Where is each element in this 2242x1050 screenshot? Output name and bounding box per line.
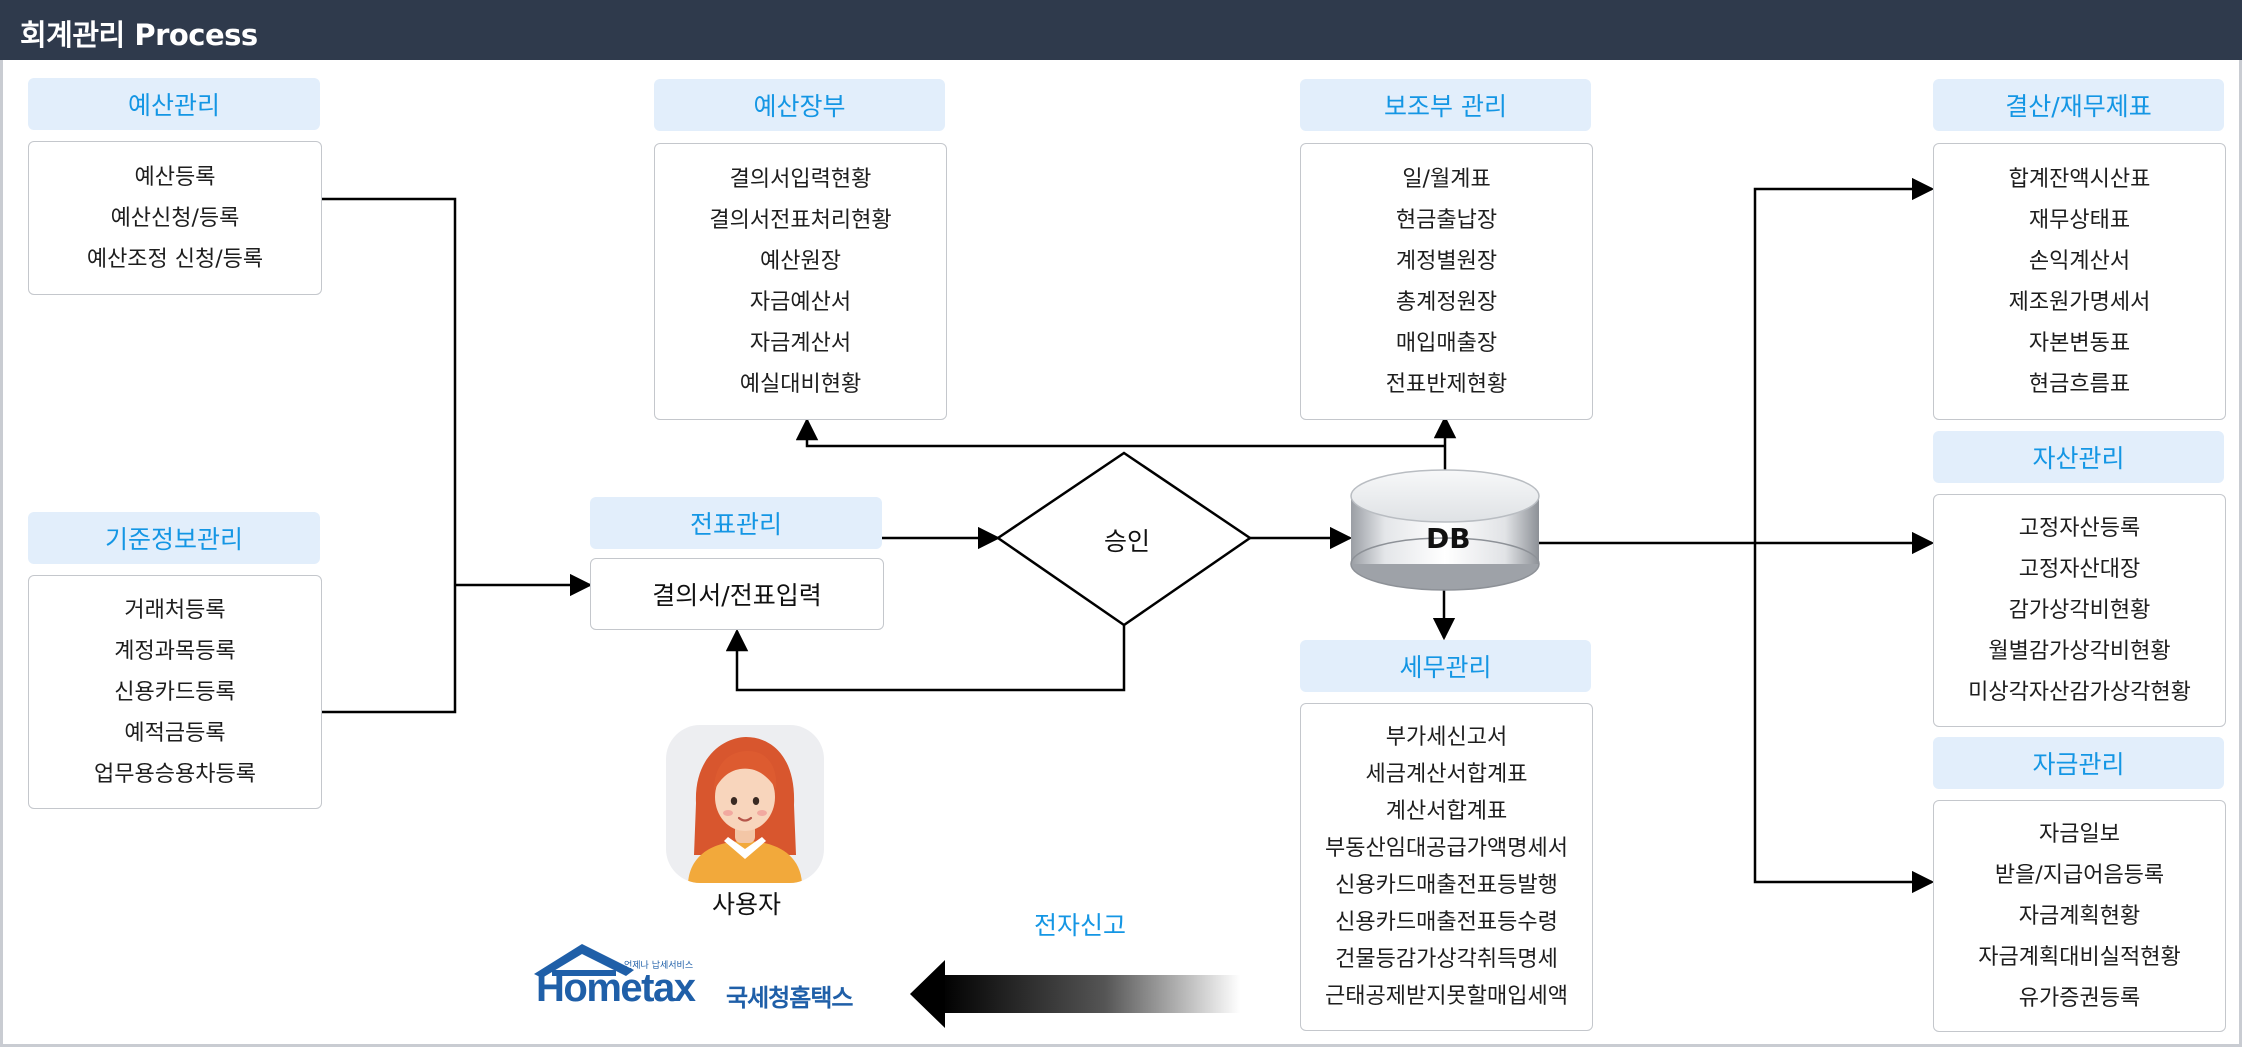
hometax-small-text: 언제나 납세서비스 xyxy=(624,961,694,971)
closing-header[interactable]: 결산/재무제표 xyxy=(1933,79,2224,131)
closing-item[interactable]: 재무상태표 xyxy=(2028,207,2131,233)
fund-mgmt-header[interactable]: 자금관리 xyxy=(1933,737,2224,789)
fund-mgmt-box: 자금일보 받을/지급어음등록 자금계획현황 자금계획대비실적현황 유가증권등록 xyxy=(1933,800,2226,1032)
tax-mgmt-item[interactable]: 건물등감가상각취득명세 xyxy=(1335,947,1558,972)
master-mgmt-item[interactable]: 업무용승용차등록 xyxy=(94,761,256,787)
sub-ledger-item[interactable]: 계정별원장 xyxy=(1395,248,1498,274)
budget-ledger-item[interactable]: 결의서입력현황 xyxy=(729,166,872,192)
db-cylinder xyxy=(1350,469,1540,591)
asset-mgmt-item[interactable]: 감가상각비현황 xyxy=(2008,598,2151,623)
approval-reject-arrow xyxy=(725,625,1126,692)
voucher-entry-label: 결의서/전표입력 xyxy=(652,581,822,610)
hometax-korean: 국세청홈택스 xyxy=(726,984,853,1012)
hometax-brand: Hometax xyxy=(536,966,696,1010)
budget-mgmt-box: 예산등록 예산신청/등록 예산조정 신청/등록 xyxy=(28,141,322,295)
tax-mgmt-item[interactable]: 신용카드매출전표등수령 xyxy=(1335,910,1558,935)
title-bar: 회계관리 Process xyxy=(0,0,2242,60)
sub-ledger-item[interactable]: 총계정원장 xyxy=(1395,289,1498,315)
efiling-arrow xyxy=(910,960,1240,1028)
budget-mgmt-item[interactable]: 예산등록 xyxy=(134,164,216,190)
voucher-entry-box[interactable]: 결의서/전표입력 xyxy=(590,558,884,630)
closing-box: 합계잔액시산표 재무상태표 손익계산서 제조원가명세서 자본변동표 현금흐름표 xyxy=(1933,143,2226,420)
tax-mgmt-item[interactable]: 계산서합계표 xyxy=(1385,799,1508,824)
sub-ledger-box: 일/월계표 현금출납장 계정별원장 총계정원장 매입매출장 전표반제현황 xyxy=(1300,143,1593,420)
tax-mgmt-box: 부가세신고서 세금계산서합계표 계산서합계표 부동산임대공급가액명세서 신용카드… xyxy=(1300,703,1593,1031)
user-avatar xyxy=(666,725,824,883)
budget-ledger-item[interactable]: 예산원장 xyxy=(760,248,841,274)
sub-ledger-item[interactable]: 현금출납장 xyxy=(1395,207,1498,233)
sub-ledger-item[interactable]: 전표반제현황 xyxy=(1385,371,1508,397)
master-mgmt-item[interactable]: 신용카드등록 xyxy=(114,679,236,705)
efiling-label: 전자신고 xyxy=(1034,911,1127,940)
asset-mgmt-item[interactable]: 고정자산등록 xyxy=(2018,516,2141,541)
budget-mgmt-header[interactable]: 예산관리 xyxy=(28,78,320,130)
tax-mgmt-item[interactable]: 신용카드매출전표등발행 xyxy=(1335,873,1558,898)
budget-ledger-box: 결의서입력현황 결의서전표처리현황 예산원장 자금예산서 자금계산서 예실대비현… xyxy=(654,143,947,420)
budget-mgmt-item[interactable]: 예산신청/등록 xyxy=(110,205,240,231)
closing-item[interactable]: 제조원가명세서 xyxy=(2008,289,2151,315)
asset-mgmt-item[interactable]: 월별감가상각비현황 xyxy=(1988,639,2171,664)
master-mgmt-item[interactable]: 거래처등록 xyxy=(124,597,226,623)
budget-ledger-item[interactable]: 자금예산서 xyxy=(749,289,852,315)
master-mgmt-item[interactable]: 예적금등록 xyxy=(124,720,226,746)
asset-mgmt-item[interactable]: 고정자산대장 xyxy=(2018,557,2141,582)
page-title: 회계관리 Process xyxy=(20,18,258,52)
master-mgmt-item[interactable]: 계정과목등록 xyxy=(114,638,236,664)
closing-item[interactable]: 손익계산서 xyxy=(2028,248,2131,274)
fund-mgmt-item[interactable]: 자금일보 xyxy=(2039,821,2120,847)
hometax-logo: 언제나 납세서비스 Hometax 국세청홈택스 xyxy=(530,940,870,1020)
user-label: 사용자 xyxy=(712,890,782,919)
closing-item[interactable]: 합계잔액시산표 xyxy=(2008,166,2151,192)
asset-mgmt-item[interactable]: 미상각자산감가상각현황 xyxy=(1968,680,2191,705)
fund-mgmt-item[interactable]: 자금계획현황 xyxy=(2018,903,2141,929)
left-bracket-connector xyxy=(320,197,593,714)
approval-label: 승인 xyxy=(1104,527,1151,556)
tax-mgmt-item[interactable]: 부동산임대공급가액명세서 xyxy=(1325,836,1568,861)
budget-ledger-header[interactable]: 예산장부 xyxy=(654,79,945,131)
fund-mgmt-item[interactable]: 유가증권등록 xyxy=(2018,985,2141,1011)
budget-ledger-item[interactable]: 결의서전표처리현황 xyxy=(709,207,892,233)
asset-mgmt-header[interactable]: 자산관리 xyxy=(1933,431,2224,483)
db-to-budget-ledger-arrow xyxy=(795,417,1445,448)
budget-ledger-item[interactable]: 예실대비현황 xyxy=(739,371,862,397)
tax-mgmt-item[interactable]: 세금계산서합계표 xyxy=(1365,762,1528,787)
sub-ledger-item[interactable]: 매입매출장 xyxy=(1395,330,1498,356)
db-label: DB xyxy=(1426,522,1471,555)
user-avatar-icon xyxy=(688,737,802,883)
fund-mgmt-item[interactable]: 받을/지급어음등록 xyxy=(1994,862,2165,888)
budget-mgmt-item[interactable]: 예산조정 신청/등록 xyxy=(86,246,264,272)
master-mgmt-box: 거래처등록 계정과목등록 신용카드등록 예적금등록 업무용승용차등록 xyxy=(28,575,322,809)
voucher-mgmt-header[interactable]: 전표관리 xyxy=(590,497,882,549)
tax-mgmt-item[interactable]: 부가세신고서 xyxy=(1385,725,1508,750)
tax-mgmt-item[interactable]: 근태공제받지못할매입세액 xyxy=(1325,984,1568,1009)
tax-mgmt-header[interactable]: 세무관리 xyxy=(1300,640,1591,692)
closing-item[interactable]: 자본변동표 xyxy=(2028,330,2131,356)
master-mgmt-header[interactable]: 기준정보관리 xyxy=(28,512,320,564)
closing-item[interactable]: 현금흐름표 xyxy=(2028,371,2131,397)
budget-ledger-item[interactable]: 자금계산서 xyxy=(749,330,852,356)
asset-mgmt-box: 고정자산등록 고정자산대장 감가상각비현황 월별감가상각비현황 미상각자산감가상… xyxy=(1933,494,2226,727)
db-to-right-column-connector xyxy=(1538,177,1935,894)
sub-ledger-header[interactable]: 보조부 관리 xyxy=(1300,79,1591,131)
hometax-logo-graphic xyxy=(534,944,634,978)
fund-mgmt-item[interactable]: 자금계획대비실적현황 xyxy=(1978,944,2181,970)
sub-ledger-item[interactable]: 일/월계표 xyxy=(1402,166,1491,192)
